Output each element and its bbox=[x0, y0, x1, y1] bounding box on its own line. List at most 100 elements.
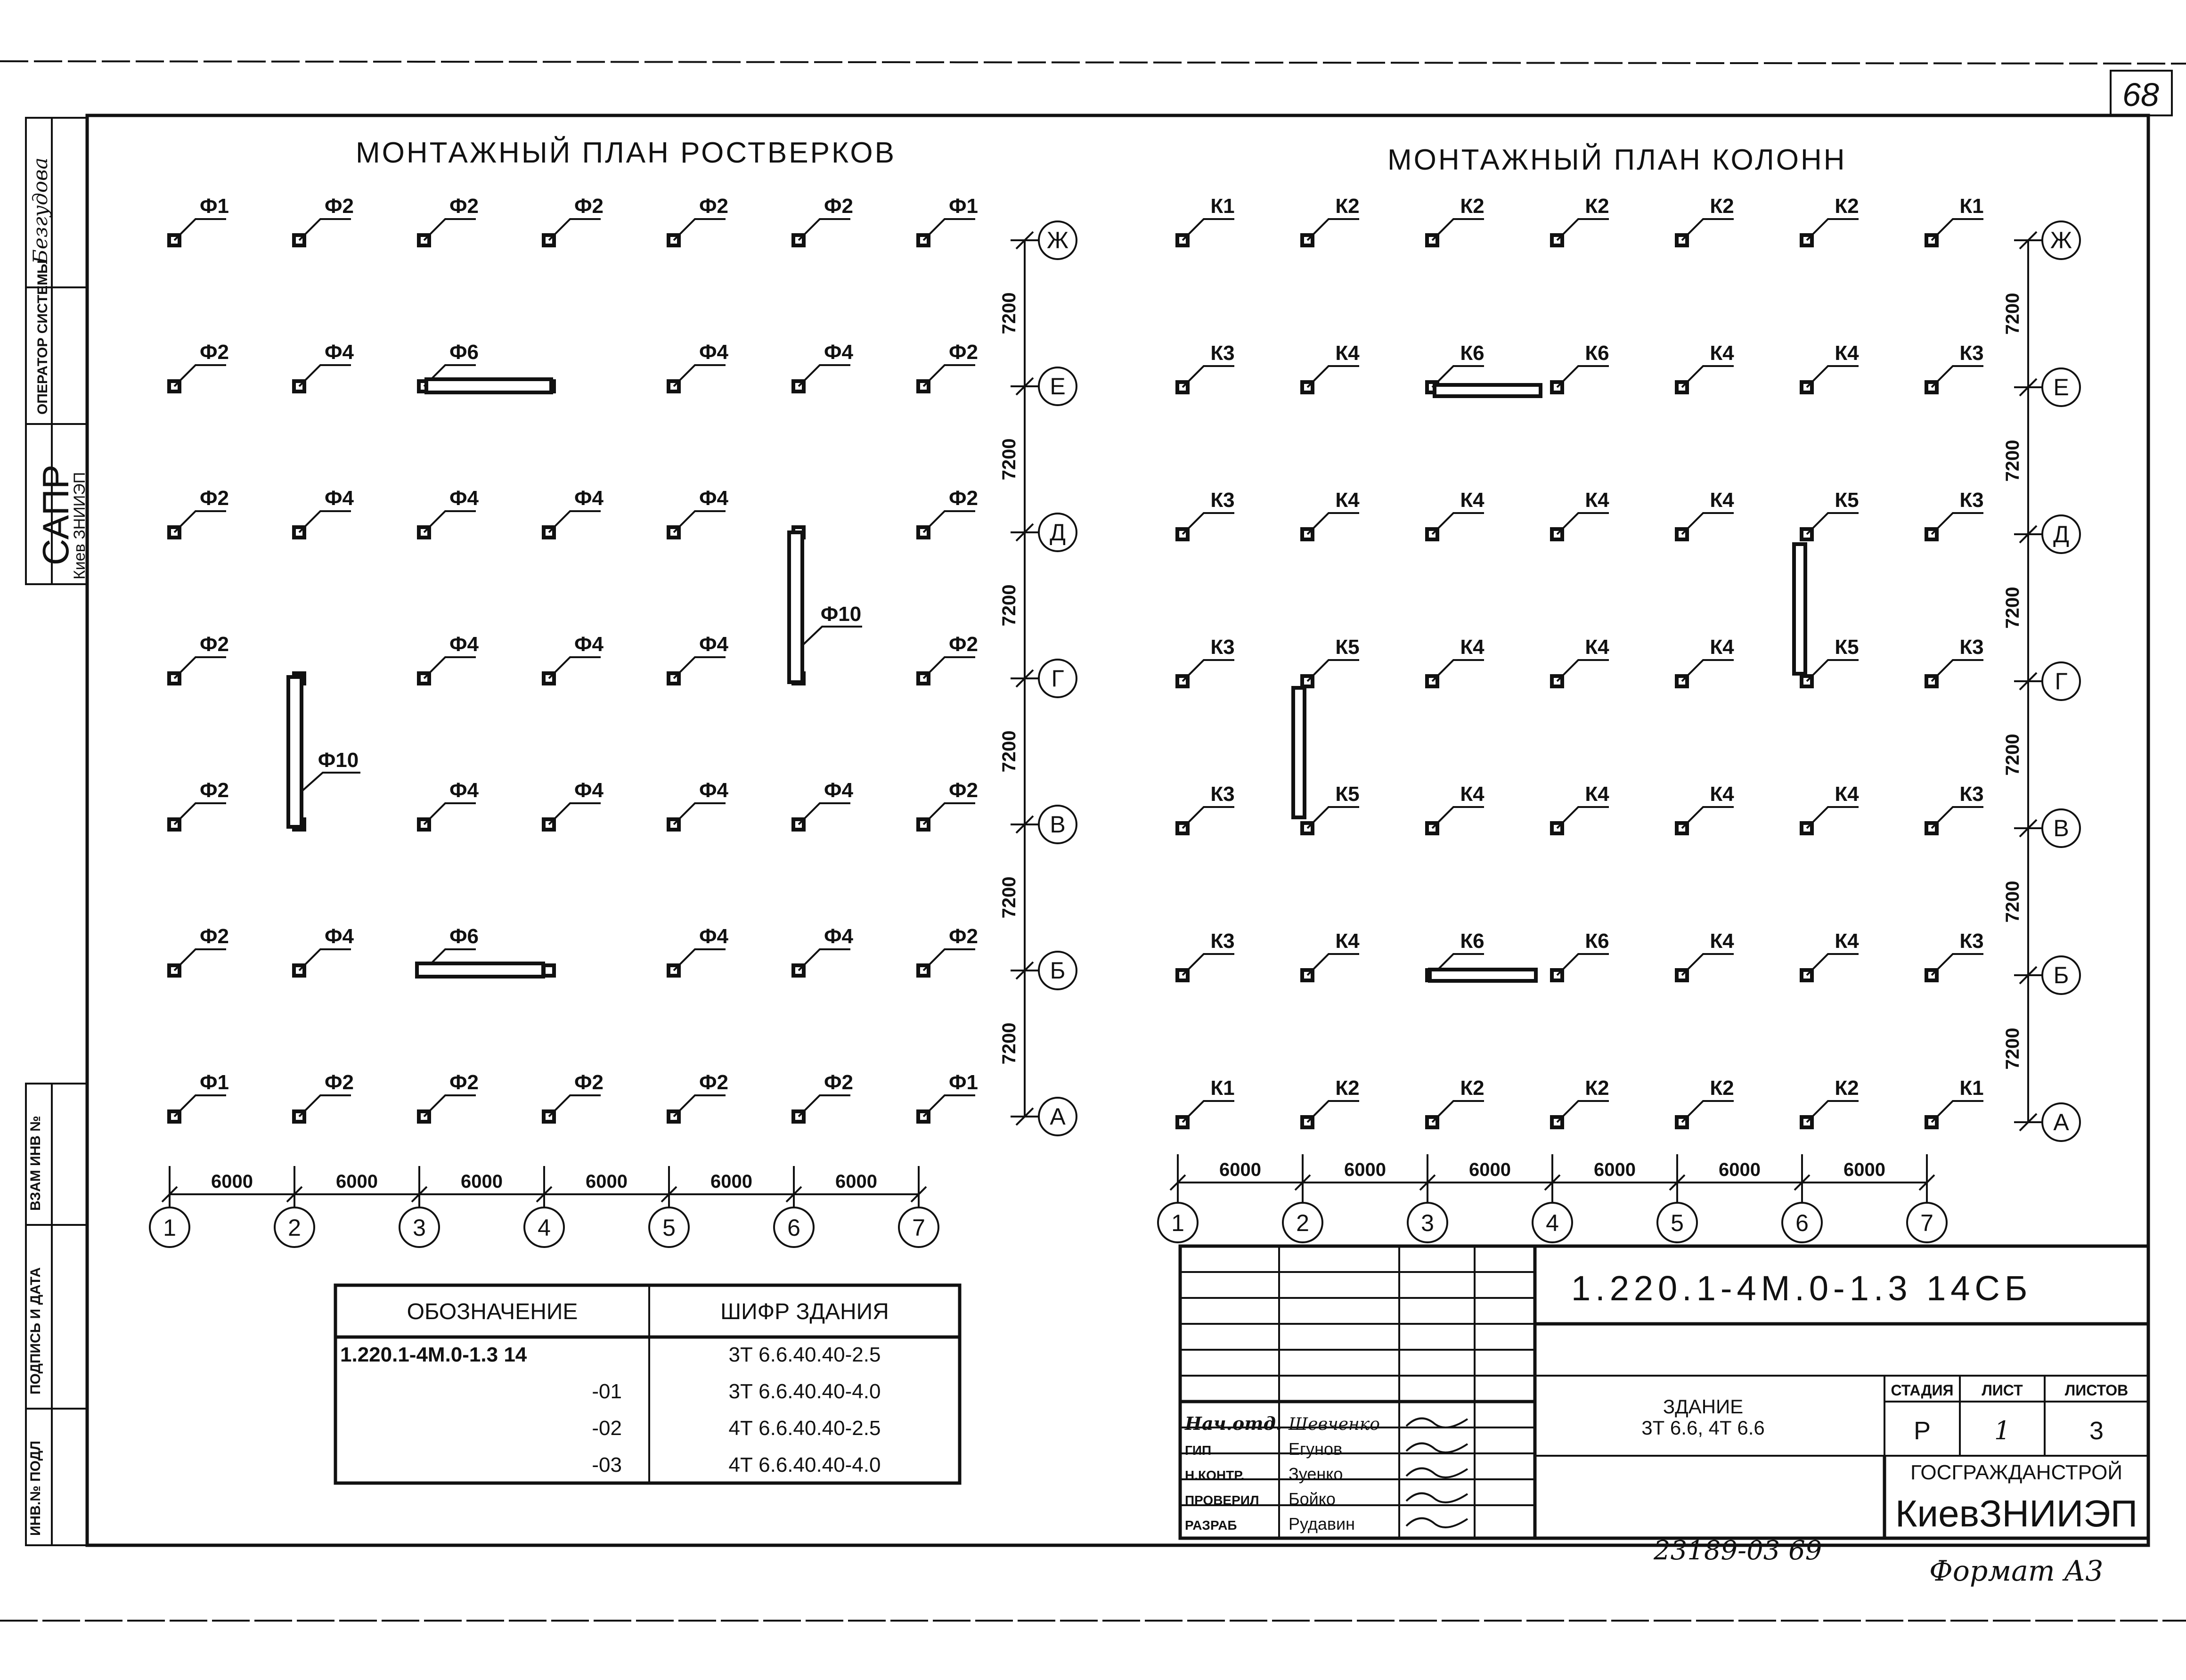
element-label: Ф4 bbox=[574, 633, 604, 656]
row-axis-bubble bbox=[1038, 805, 1077, 844]
strip-sapr: САПР bbox=[35, 465, 76, 565]
leader-line bbox=[922, 510, 975, 533]
col-axis-label: 3 bbox=[1421, 1210, 1434, 1236]
element-label: Ф2 bbox=[325, 195, 354, 218]
element-label: Ф2 bbox=[949, 487, 978, 510]
element-label: К4 bbox=[1710, 489, 1734, 512]
tb-role: ГИП bbox=[1185, 1443, 1211, 1458]
element-label: К3 bbox=[1210, 489, 1234, 512]
element-label: К5 bbox=[1335, 636, 1359, 659]
spec-cell: 1.220.1-4М.0-1.3 14 bbox=[340, 1343, 527, 1366]
element-label: К3 bbox=[1210, 930, 1234, 953]
element-label: Ф4 bbox=[824, 925, 854, 948]
leader-line bbox=[298, 948, 351, 971]
beam-f6 bbox=[424, 377, 553, 394]
row-axis-bubble bbox=[2041, 955, 2081, 995]
row-axis-label: А bbox=[1050, 1103, 1066, 1130]
signature-mark bbox=[1405, 1492, 1468, 1503]
row-axis-label: Г bbox=[2055, 668, 2067, 694]
spec-cell: 4Т 6.6.40.40-4.0 bbox=[729, 1453, 881, 1476]
leader-line bbox=[1806, 953, 1859, 976]
sheets-value: 3 bbox=[2089, 1417, 2104, 1445]
element-label: К1 bbox=[1210, 1077, 1234, 1100]
leader-line bbox=[673, 656, 726, 679]
row-axis-bubble bbox=[1038, 951, 1077, 990]
leader-line bbox=[298, 218, 351, 241]
element-label: Ф4 bbox=[574, 487, 604, 510]
leader-line bbox=[922, 364, 975, 387]
row-axis-bubble bbox=[1038, 220, 1077, 260]
leader-line bbox=[298, 364, 351, 387]
element-label: Ф6 bbox=[449, 341, 479, 364]
col-dim-label: 6000 bbox=[1719, 1159, 1761, 1180]
col-axis-bubble bbox=[1532, 1202, 1573, 1243]
element-label: К4 bbox=[1835, 783, 1859, 806]
leader-line bbox=[1681, 806, 1734, 829]
leader-line bbox=[1182, 1100, 1234, 1123]
leader-line bbox=[423, 510, 476, 533]
col-axis-bubble bbox=[773, 1207, 815, 1248]
leader-line bbox=[548, 510, 601, 533]
row-dim-label: 7200 bbox=[2002, 881, 2023, 923]
element-label: Ф4 bbox=[449, 633, 479, 656]
col-axis-bubble bbox=[1282, 1202, 1323, 1243]
stage-header: СТАДИЯ bbox=[1891, 1382, 1954, 1399]
row-axis-bubble bbox=[2041, 1102, 2081, 1142]
tb-person: Егунов bbox=[1289, 1439, 1342, 1459]
leader-line bbox=[922, 802, 975, 825]
row-axis-label: Ж bbox=[2050, 227, 2072, 253]
col-axis-bubble bbox=[1656, 1202, 1698, 1243]
row-axis-bubble bbox=[2041, 661, 2081, 701]
org-name: КиевЗНИИЭП bbox=[1895, 1492, 2137, 1534]
col-dim-label: 6000 bbox=[461, 1171, 503, 1192]
row-dim-label: 7200 bbox=[999, 877, 1020, 919]
element-label: К4 bbox=[1710, 930, 1734, 953]
element-label: К2 bbox=[1460, 1077, 1484, 1100]
col-axis-label: 5 bbox=[662, 1215, 676, 1241]
leader-line bbox=[173, 802, 226, 825]
row-dim-label: 7200 bbox=[999, 585, 1020, 627]
col-dim-label: 6000 bbox=[211, 1171, 253, 1192]
element-label: К4 bbox=[1710, 636, 1734, 659]
leader-line bbox=[1681, 218, 1734, 241]
leader-line bbox=[1182, 512, 1234, 535]
col-dim-label: 6000 bbox=[1344, 1159, 1386, 1180]
element-label: К5 bbox=[1835, 489, 1859, 512]
row-axis-label: Е bbox=[1050, 373, 1065, 400]
col-dim-label: 6000 bbox=[1594, 1159, 1636, 1180]
element-label: К3 bbox=[1959, 489, 1983, 512]
leader-line bbox=[1931, 1100, 1983, 1123]
strip-sapr-sub: Киев ЗНИИЭП bbox=[71, 472, 89, 579]
dim-tick bbox=[536, 1186, 553, 1203]
leader-line bbox=[798, 1094, 850, 1117]
col-axis-bubble bbox=[1906, 1202, 1948, 1243]
element-label: К4 bbox=[1460, 783, 1485, 806]
col-dim-label: 6000 bbox=[336, 1171, 378, 1192]
col-axis-bubble bbox=[149, 1207, 190, 1248]
spec-table: ОБОЗНАЧЕНИЕ ШИФР ЗДАНИЯ 1.220.1-4М.0-1.3… bbox=[334, 1283, 962, 1485]
left-strip: Безгудова ОПЕРАТОР СИСТЕМЫ САПР Киев ЗНИ… bbox=[25, 117, 89, 1546]
element-label: Ф2 bbox=[699, 195, 728, 218]
leader-line bbox=[922, 218, 975, 241]
row-dim-label: 7200 bbox=[999, 1023, 1020, 1065]
row-axis-bubble bbox=[1038, 1097, 1077, 1136]
leader-line bbox=[798, 802, 850, 825]
leader-line bbox=[1806, 806, 1859, 829]
leader-line bbox=[298, 510, 351, 533]
row-axis-label: Д bbox=[1050, 519, 1066, 546]
leader-line bbox=[548, 656, 601, 679]
element-label: К2 bbox=[1585, 195, 1609, 218]
leader-line bbox=[1931, 512, 1983, 535]
leader-line bbox=[1556, 365, 1609, 388]
leader-line bbox=[1182, 953, 1234, 976]
element-label: Ф4 bbox=[699, 633, 729, 656]
element-label: К2 bbox=[1835, 1077, 1859, 1100]
format-label: Формат А3 bbox=[1929, 1555, 2103, 1588]
element-label: Ф2 bbox=[325, 1071, 354, 1094]
element-label: Ф4 bbox=[699, 341, 729, 364]
leader-line bbox=[1306, 953, 1359, 976]
leader-line bbox=[1681, 953, 1734, 976]
element-label: К3 bbox=[1210, 342, 1234, 365]
spec-header-designation: ОБОЗНАЧЕНИЕ bbox=[407, 1299, 578, 1324]
